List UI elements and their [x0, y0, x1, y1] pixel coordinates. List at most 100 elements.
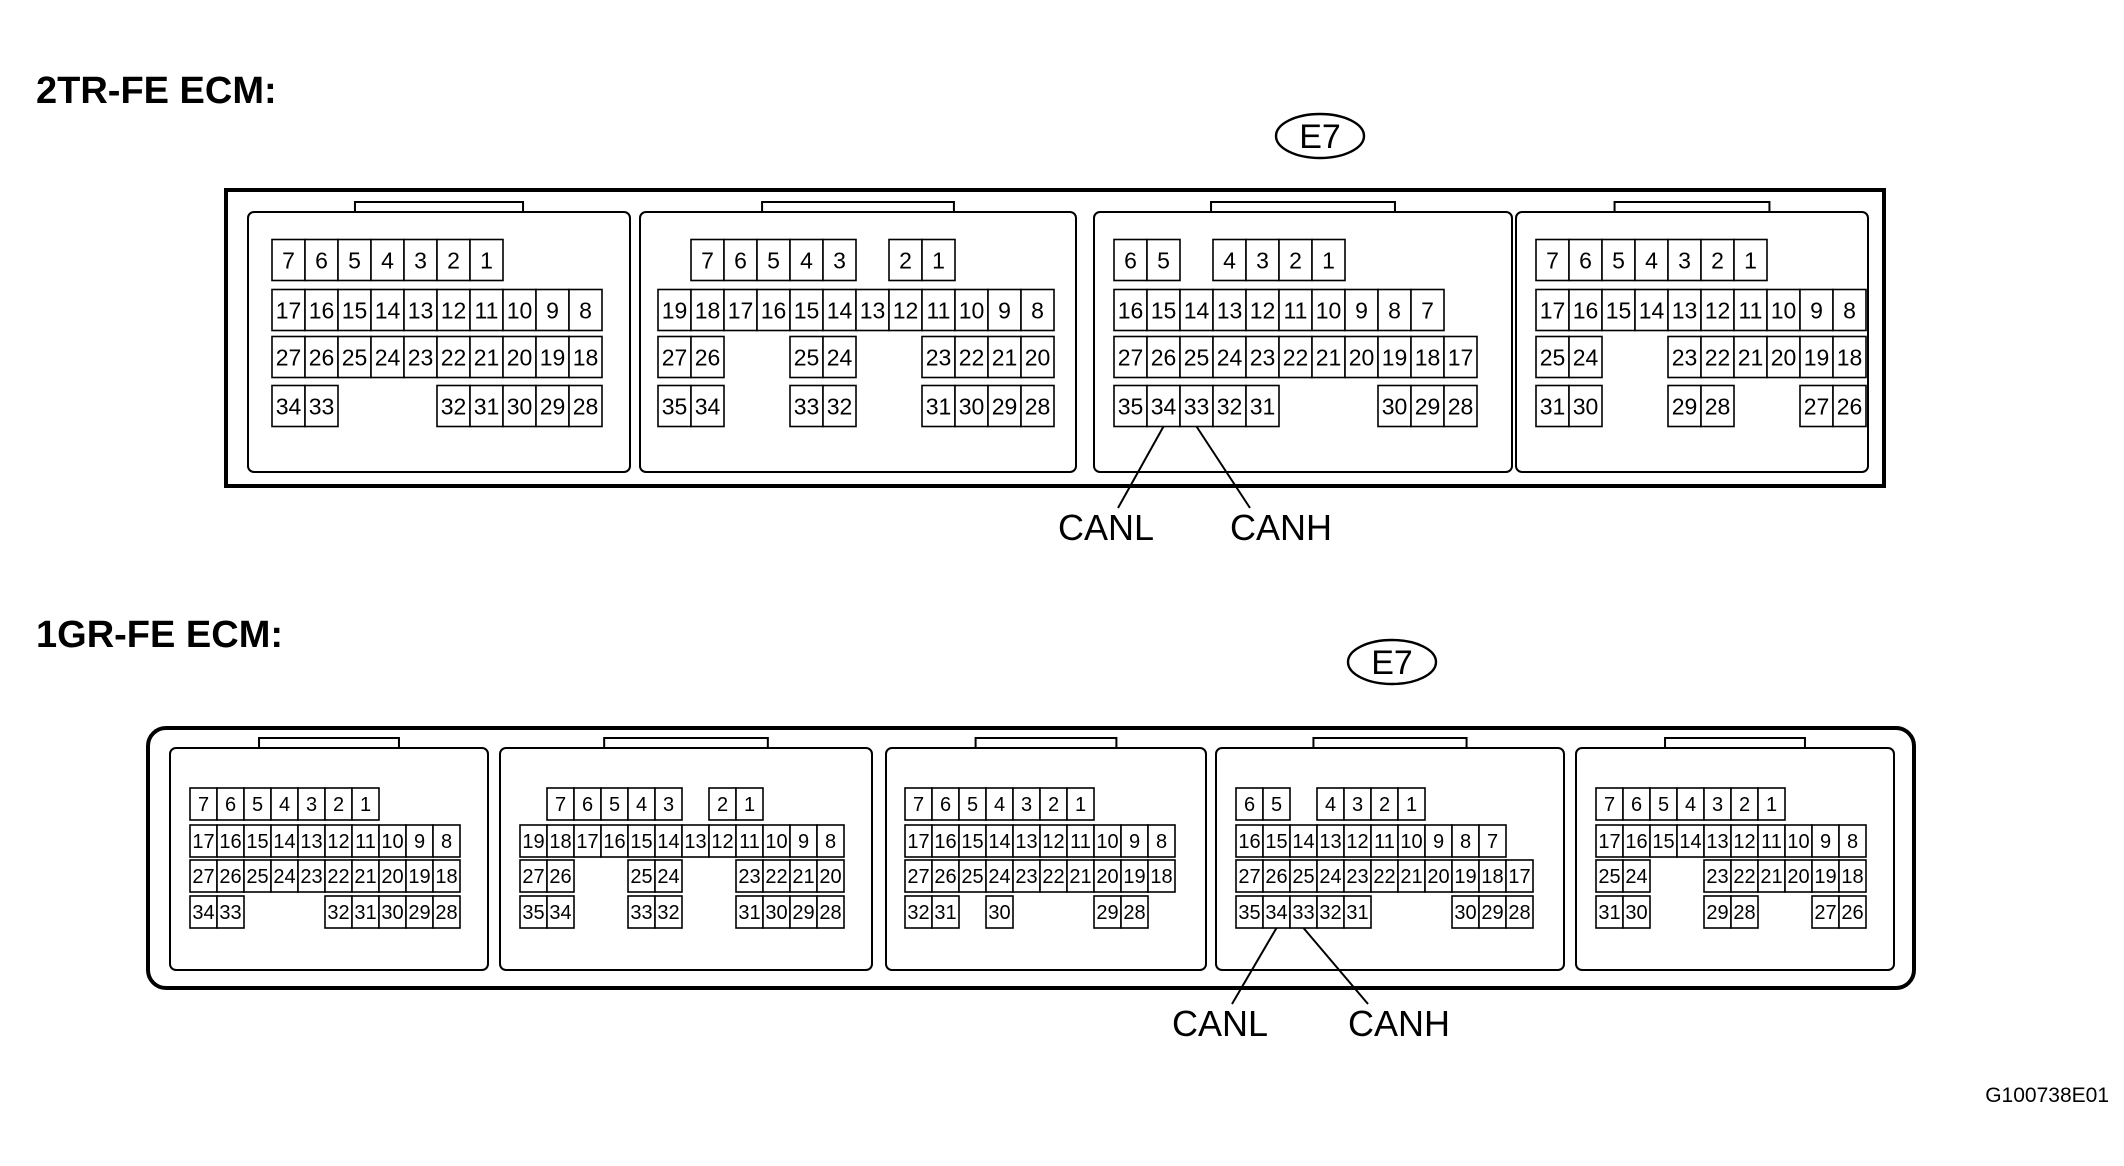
terminal-pin-number: 10	[1316, 297, 1342, 323]
terminal-pin-number: 1	[1744, 247, 1757, 273]
terminal-cell	[1535, 238, 1570, 282]
terminal-pin-number: 3	[1021, 794, 1032, 816]
terminal-pin-number: 11	[1739, 297, 1763, 323]
terminal-pin-number: 11	[355, 831, 376, 853]
terminal-pin-number: 20	[1096, 866, 1118, 888]
terminal-pin-number: 26	[1841, 902, 1863, 924]
terminal-pin-number: 12	[1705, 297, 1731, 323]
terminal-cell	[546, 824, 575, 858]
terminal-cell	[1311, 288, 1346, 332]
terminal-pin-number: 26	[695, 344, 721, 370]
terminal-pin-number: 21	[1760, 866, 1782, 888]
terminal-cell	[216, 824, 245, 858]
terminal-pin-number: 13	[300, 831, 322, 853]
terminal-pin-number: 21	[354, 866, 376, 888]
terminal-cell	[1703, 859, 1732, 893]
terminal-pin-number: 16	[761, 297, 787, 323]
terminal-cell	[1799, 335, 1834, 379]
connector-latch	[1664, 737, 1806, 748]
connector-shell	[1215, 747, 1565, 971]
connector-shell	[1515, 211, 1869, 473]
terminal-pin-number: 34	[192, 902, 214, 924]
terminal-cell	[1622, 787, 1651, 821]
terminal-cell	[904, 787, 933, 821]
terminal-pin-number: 27	[1814, 902, 1836, 924]
terminal-pin-number: 26	[549, 866, 571, 888]
terminal-cell	[271, 238, 306, 282]
terminal-pin-number: 18	[1415, 344, 1441, 370]
terminal-pin-number: 9	[1355, 297, 1368, 323]
terminal-pin-number: 10	[507, 297, 533, 323]
terminal-pin-number: 27	[662, 344, 688, 370]
terminal-pin-number: 10	[381, 831, 403, 853]
terminal-cell	[1179, 335, 1214, 379]
terminal-pin-number: 2	[899, 247, 912, 273]
terminal-cell	[270, 859, 299, 893]
terminal-cell	[1311, 335, 1346, 379]
terminal-cell	[1343, 895, 1372, 929]
terminal-pin-number: 7	[1487, 831, 1498, 853]
terminal-pin-number: 7	[913, 794, 924, 816]
terminal-pin-number: 10	[1787, 831, 1809, 853]
terminal-pin-number: 29	[792, 902, 814, 924]
terminal-pin-number: 24	[827, 344, 853, 370]
terminal-cell	[1700, 238, 1735, 282]
terminal-cell	[546, 895, 575, 929]
terminal-cell	[654, 824, 683, 858]
terminal-cell	[1703, 787, 1732, 821]
terminal-pin-number: 31	[934, 902, 956, 924]
terminal-pin-number: 7	[1546, 247, 1559, 273]
terminal-pin-number: 7	[1421, 297, 1434, 323]
terminal-cell	[816, 824, 845, 858]
terminal-cell	[1443, 335, 1478, 379]
terminal-pin-number: 20	[1787, 866, 1809, 888]
terminal-pin-number: 4	[279, 794, 290, 816]
terminal-cell	[1093, 824, 1122, 858]
terminal-pin-number: 5	[1271, 794, 1282, 816]
terminal-pin-number: 6	[1244, 794, 1255, 816]
terminal-pin-number: 29	[1415, 393, 1441, 419]
terminal-cell	[958, 824, 987, 858]
terminal-cell	[931, 895, 960, 929]
callout-canh: CANH	[1230, 507, 1332, 548]
terminal-cell	[690, 238, 725, 282]
terminal-cell	[568, 288, 603, 332]
terminal-pin-number: 2	[717, 794, 728, 816]
terminal-cell	[1370, 859, 1399, 893]
terminal-pin-number: 20	[507, 344, 533, 370]
terminal-cell	[735, 787, 764, 821]
terminal-cell	[297, 824, 326, 858]
terminal-cell	[1262, 859, 1291, 893]
terminal-cell	[1397, 859, 1426, 893]
terminal-cell	[297, 859, 326, 893]
terminal-pin-number: 6	[582, 794, 593, 816]
terminal-pin-number: 1	[1406, 794, 1417, 816]
terminal-pin-number: 28	[1508, 902, 1530, 924]
terminal-cell	[822, 335, 857, 379]
terminal-pin-number: 11	[739, 831, 760, 853]
terminal-pin-number: 17	[728, 297, 754, 323]
terminal-pin-number: 2	[333, 794, 344, 816]
terminal-cell	[1676, 824, 1705, 858]
terminal-pin-number: 26	[219, 866, 241, 888]
connector-latch	[1210, 201, 1396, 212]
terminal-pin-number: 29	[1672, 393, 1698, 419]
terminal-pin-number: 27	[276, 344, 302, 370]
terminal-cell	[888, 238, 923, 282]
terminal-cell	[568, 335, 603, 379]
terminal-pin-number: 22	[1733, 866, 1755, 888]
terminal-pin-number: 17	[1540, 297, 1566, 323]
terminal-pin-number: 23	[1015, 866, 1037, 888]
terminal-cell	[627, 824, 656, 858]
terminal-cell	[1811, 824, 1840, 858]
connector-id-label: E7	[1371, 644, 1413, 682]
terminal-pin-number: 31	[354, 902, 376, 924]
terminal-pin-number: 34	[695, 393, 721, 419]
terminal-pin-number: 18	[1837, 344, 1863, 370]
terminal-pin-number: 30	[1382, 393, 1408, 419]
terminal-cell	[1410, 384, 1445, 428]
terminal-cell	[1568, 384, 1603, 428]
terminal-cell	[1093, 859, 1122, 893]
terminal-pin-number: 18	[549, 831, 571, 853]
terminal-pin-number: 22	[1283, 344, 1309, 370]
